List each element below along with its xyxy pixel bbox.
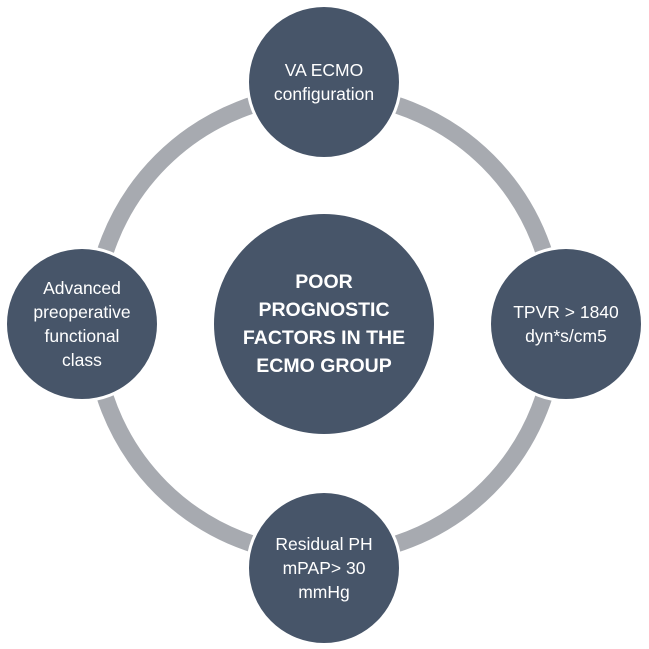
factor-node-left: Advanced preoperative functional class	[4, 246, 160, 402]
factor-label-functional-class: Advanced preoperative functional class	[33, 278, 131, 370]
center-label: POOR PROGNOSTIC FACTORS IN THE ECMO GROU…	[242, 271, 406, 377]
factor-label-va-ecmo: VA ECMO configuration	[273, 60, 375, 104]
factor-node-bottom: Residual PH mPAP> 30 mmHg	[246, 490, 402, 646]
factor-node-top: VA ECMO configuration	[246, 4, 402, 160]
factor-label-residual-ph: Residual PH mPAP> 30 mmHg	[275, 534, 373, 602]
factor-node-right: TPVR > 1840 dyn*s/cm5	[488, 246, 644, 402]
factor-label-tpvr: TPVR > 1840 dyn*s/cm5	[513, 302, 619, 346]
center-node: POOR PROGNOSTIC FACTORS IN THE ECMO GROU…	[211, 211, 437, 437]
